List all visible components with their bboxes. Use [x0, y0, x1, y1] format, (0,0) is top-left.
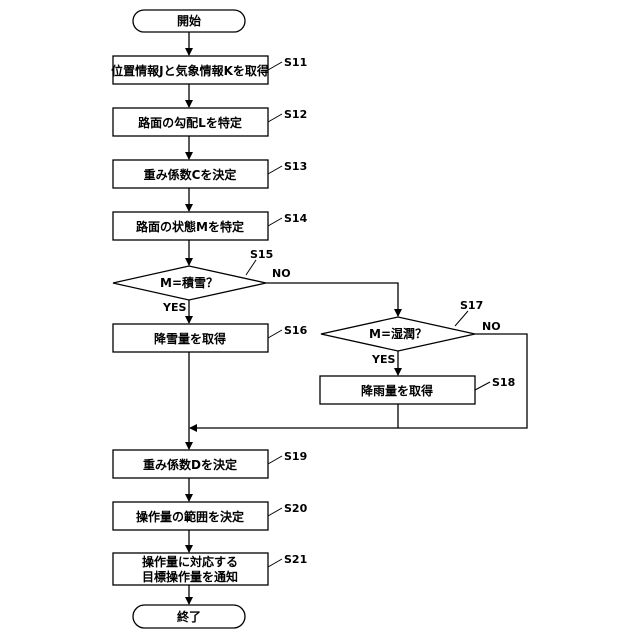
start-label: 開始 [177, 13, 201, 28]
step-s12-label: S12 [284, 108, 307, 121]
decision-s15-label: S15 [250, 248, 273, 261]
step-s20-label: S20 [284, 502, 308, 515]
step-s11-leader [268, 62, 282, 70]
step-s19-label: S19 [284, 450, 307, 463]
step-s18-text: 降雨量を取得 [361, 383, 433, 398]
decision-s17: M=湿潤？ S17 YES NO [321, 299, 501, 366]
step-s12: 路面の勾配Lを特定 S12 [113, 108, 307, 136]
step-s16: 降雪量を取得 S16 [113, 324, 308, 352]
step-s11: 位置情報Jと気象情報Kを取得 S11 [111, 56, 307, 84]
step-s19-text: 重み係数Dを決定 [143, 457, 237, 472]
step-s13-text: 重み係数Cを決定 [144, 167, 237, 182]
decision-s17-leader [455, 311, 468, 326]
step-s21: 操作量に対応する 目標操作量を通知 S21 [113, 553, 307, 585]
end-terminal: 終了 [133, 605, 245, 628]
step-s21-text-line2: 目標操作量を通知 [142, 569, 238, 584]
step-s20: 操作量の範囲を決定 S20 [113, 502, 308, 530]
step-s14-label: S14 [284, 212, 308, 225]
step-s12-text: 路面の勾配Lを特定 [138, 115, 242, 130]
step-s19: 重み係数Dを決定 S19 [113, 450, 307, 478]
step-s18: 降雨量を取得 S18 [320, 376, 515, 404]
step-s11-label: S11 [284, 56, 307, 69]
step-s14: 路面の状態Mを特定 S14 [113, 212, 308, 240]
decision-s17-no: NO [482, 320, 501, 333]
step-s14-leader [268, 218, 282, 226]
step-s16-text: 降雪量を取得 [154, 331, 226, 346]
decision-s17-label: S17 [460, 299, 483, 312]
step-s13: 重み係数Cを決定 S13 [113, 160, 307, 188]
arrow-s15-s17 [266, 283, 398, 316]
step-s13-leader [268, 166, 282, 174]
step-s21-label: S21 [284, 553, 307, 566]
end-label: 終了 [177, 609, 201, 624]
decision-s15-leader [246, 260, 256, 275]
step-s16-label: S16 [284, 324, 308, 337]
step-s20-leader [268, 508, 282, 516]
step-s18-label: S18 [492, 376, 515, 389]
decision-s15: M=積雪？ S15 YES NO [113, 248, 291, 314]
decision-s15-text: M=積雪？ [160, 275, 218, 290]
step-s19-leader [268, 456, 282, 464]
step-s21-text-line1: 操作量に対応する [142, 554, 238, 569]
step-s20-text: 操作量の範囲を決定 [136, 509, 244, 524]
decision-s17-text: M=湿潤？ [369, 326, 427, 341]
start-terminal: 開始 [133, 10, 245, 32]
step-s16-leader [268, 330, 282, 338]
step-s13-label: S13 [284, 160, 307, 173]
step-s11-text: 位置情報Jと気象情報Kを取得 [111, 63, 269, 78]
step-s21-leader [268, 559, 282, 567]
decision-s15-no: NO [272, 267, 291, 280]
decision-s17-yes: YES [371, 353, 395, 366]
step-s14-text: 路面の状態Mを特定 [136, 219, 244, 234]
decision-s15-yes: YES [162, 301, 186, 314]
step-s18-leader [475, 382, 490, 390]
step-s12-leader [268, 114, 282, 122]
